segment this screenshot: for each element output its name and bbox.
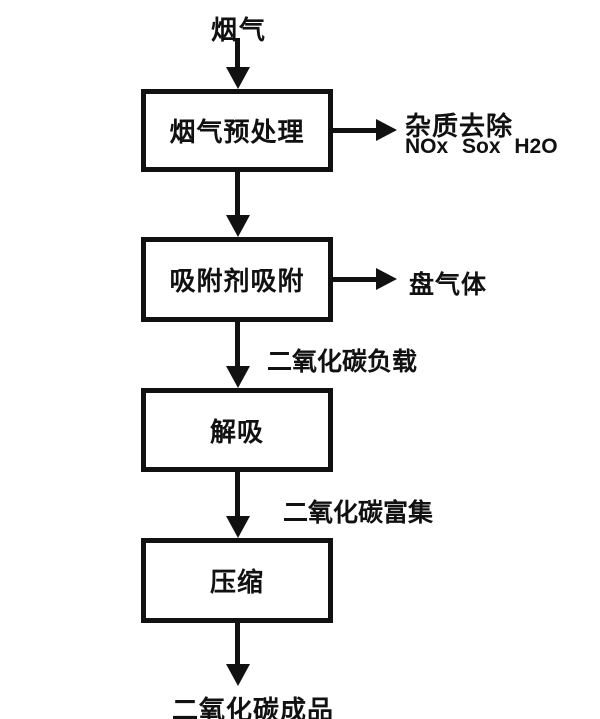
- connector-line: [235, 38, 240, 69]
- connector-line: [235, 472, 240, 517]
- process-box-pretreatment: 烟气预处理: [141, 89, 333, 172]
- process-box-label: 压缩: [209, 567, 264, 597]
- connector-line: [333, 277, 377, 282]
- process-box-adsorption: 吸附剂吸附: [141, 237, 333, 322]
- process-box-label: 烟气预处理: [169, 117, 305, 147]
- branch-label-impurity-species: NOx Sox H2O: [405, 135, 558, 158]
- connector-line: [235, 322, 240, 367]
- arrow-down-icon: [226, 664, 250, 686]
- arrow-down-icon: [226, 516, 250, 538]
- connector-line: [235, 623, 240, 666]
- connector-line: [333, 128, 377, 133]
- connector-line: [235, 172, 240, 217]
- process-box-desorption: 解吸: [141, 388, 333, 472]
- branch-label-gas: 盘气体: [409, 271, 488, 299]
- edge-label-co2-enriched: 二氧化碳富集: [283, 499, 434, 527]
- branch-label-impurity: 杂质去除: [405, 111, 514, 141]
- arrow-down-icon: [226, 366, 250, 388]
- process-box-label: 吸附剂吸附: [169, 266, 305, 296]
- output-label: 二氧化碳成品: [172, 695, 335, 719]
- edge-label-co2-loaded: 二氧化碳负载: [267, 348, 418, 376]
- arrow-down-icon: [226, 215, 250, 237]
- process-box-label: 解吸: [209, 416, 264, 447]
- arrow-right-icon: [376, 119, 397, 141]
- arrow-down-icon: [226, 67, 250, 89]
- process-box-compression: 压缩: [141, 538, 333, 623]
- arrow-right-icon: [376, 268, 397, 290]
